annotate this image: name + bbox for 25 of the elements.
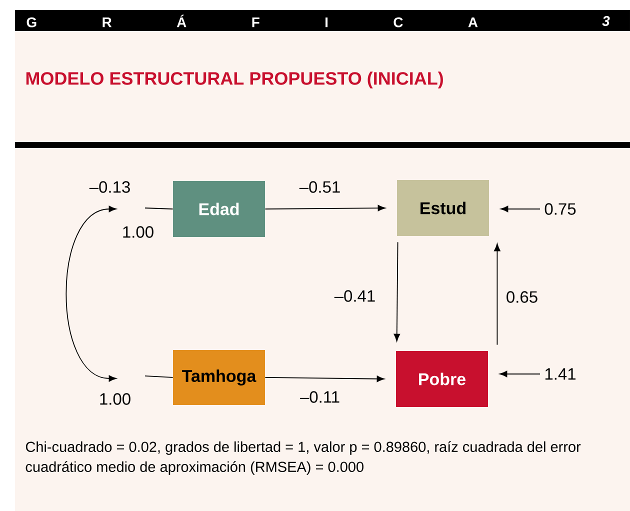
variable-box: Estud — [397, 180, 489, 236]
arrow — [500, 370, 540, 378]
line — [144, 376, 174, 378]
caption: Chi-cuadrado = 0.02, grados de libertad = 1, valor p = 0.89860, raíz cuadrada del error cuadrático medio de aproximación (RMSEA) = 0.000 — [26, 441, 581, 475]
coefficient-label: 1.00 — [100, 393, 130, 405]
variable-box: Pobre — [396, 351, 488, 407]
line — [144, 208, 174, 210]
figure-number: 3 — [602, 16, 610, 26]
coefficient-label: 1.00 — [123, 226, 154, 238]
edge-label: –0.41 — [334, 290, 375, 302]
edge-label: 1.41 — [545, 368, 576, 380]
arrow — [264, 376, 384, 382]
arrow — [500, 206, 540, 212]
arrow — [494, 244, 500, 346]
variable-box: Edad — [173, 181, 265, 237]
edge-label: 0.65 — [506, 291, 538, 303]
edge-label: 0.75 — [544, 203, 576, 215]
variable-box: Tamhoga — [173, 350, 265, 405]
coefficient-label: –0.13 — [89, 181, 130, 193]
edge-label: –0.51 — [299, 181, 340, 193]
arrow — [394, 242, 400, 342]
edge-label: –0.11 — [300, 391, 340, 403]
curved-arrow — [66, 206, 116, 382]
arrow — [264, 204, 386, 212]
title: MODELO ESTRUCTURAL PROPUESTO (INICIAL) — [26, 72, 443, 88]
